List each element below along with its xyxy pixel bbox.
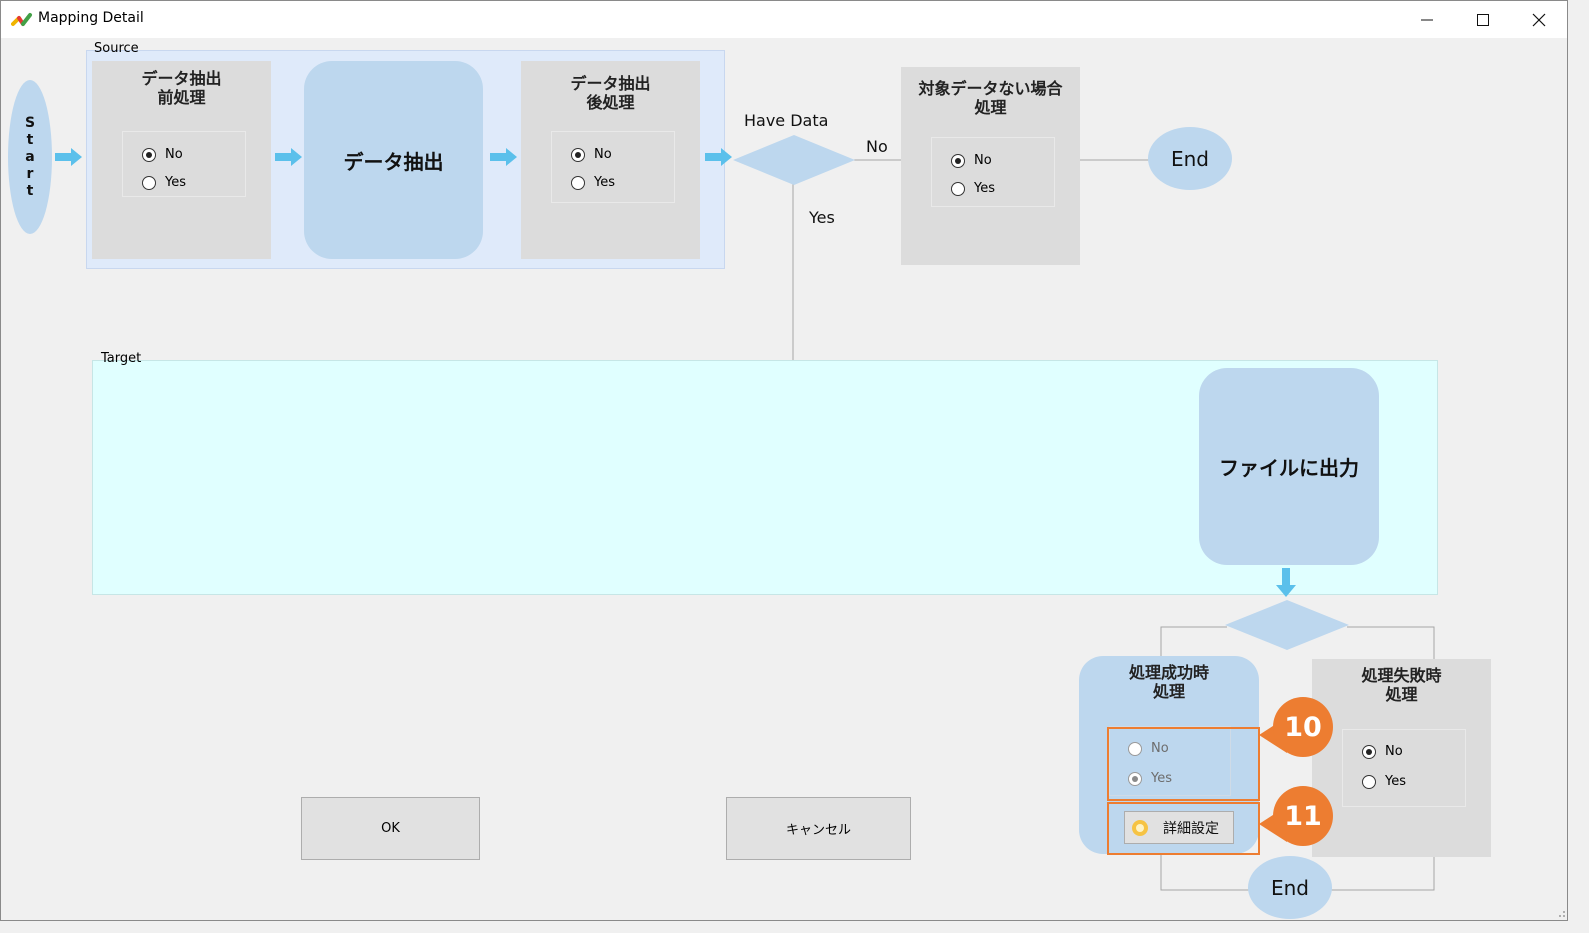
- arrow-right-icon: [55, 148, 82, 166]
- decision-yes-label: Yes: [809, 208, 835, 227]
- pre-process-yes-radio[interactable]: Yes: [142, 175, 186, 190]
- radio-icon: [951, 181, 965, 196]
- detail-settings-button[interactable]: 詳細設定: [1124, 811, 1234, 844]
- start-node: Start: [8, 80, 52, 234]
- no-data-process-box: 対象データない場合 処理 No Yes: [901, 67, 1080, 265]
- failure-process-title: 処理失敗時 処理: [1361, 666, 1442, 704]
- post-process-title: データ抽出 後処理: [570, 74, 651, 112]
- no-data-yes-radio[interactable]: Yes: [951, 181, 995, 196]
- app-logo-icon: [11, 13, 32, 26]
- radio-selected-icon: [1362, 744, 1376, 759]
- no-data-options: [931, 137, 1055, 207]
- resize-grip-icon[interactable]: [1554, 906, 1566, 918]
- radio-icon: [1128, 741, 1142, 756]
- start-label: Start: [22, 114, 38, 200]
- extract-label: データ抽出: [343, 149, 444, 174]
- end-node: End: [1148, 127, 1232, 190]
- success-options: [1109, 726, 1231, 796]
- file-output-node[interactable]: ファイルに出力: [1199, 368, 1379, 565]
- arrow-right-icon: [275, 148, 302, 166]
- failure-options: [1342, 729, 1466, 807]
- arrow-down-icon: [1276, 568, 1296, 597]
- end-label: End: [1270, 875, 1309, 900]
- source-group-label: Source: [94, 41, 139, 56]
- post-process-yes-radio[interactable]: Yes: [571, 175, 615, 190]
- result-decision: [1225, 600, 1349, 650]
- end-label: End: [1170, 146, 1209, 171]
- minimize-button[interactable]: [1399, 2, 1455, 38]
- callout-pointer-icon: [1259, 697, 1333, 757]
- radio-icon: [142, 175, 156, 190]
- radio-icon: [1362, 774, 1376, 789]
- success-process-title: 処理成功時 処理: [1128, 663, 1209, 701]
- cancel-button[interactable]: キャンセル: [726, 797, 911, 860]
- post-process-box: データ抽出 後処理 No Yes: [521, 61, 700, 259]
- extract-node[interactable]: データ抽出: [304, 61, 483, 259]
- success-process-box: 処理成功時 処理 No Yes 詳細設定: [1079, 656, 1259, 854]
- post-process-no-radio[interactable]: No: [571, 147, 612, 162]
- ok-button[interactable]: OK: [301, 797, 480, 860]
- maximize-icon: [1477, 14, 1489, 26]
- maximize-button[interactable]: [1455, 2, 1511, 38]
- minimize-icon: [1421, 19, 1433, 21]
- callout-radio-highlight: [1107, 727, 1260, 801]
- callout-badge-11: 11: [1257, 786, 1337, 846]
- close-button[interactable]: [1511, 2, 1567, 38]
- radio-selected-icon: [1128, 771, 1142, 786]
- no-data-process-title: 対象データない場合 処理: [918, 79, 1063, 117]
- radio-selected-icon: [142, 147, 156, 162]
- failure-yes-radio[interactable]: Yes: [1362, 774, 1406, 789]
- window-title: Mapping Detail: [38, 10, 144, 26]
- callout-pointer-icon: [1259, 786, 1333, 846]
- success-no-radio[interactable]: No: [1128, 741, 1169, 756]
- decision-no-label: No: [866, 137, 888, 156]
- pre-process-title: データ抽出 前処理: [141, 69, 222, 107]
- success-yes-radio[interactable]: Yes: [1128, 771, 1172, 786]
- radio-icon: [571, 175, 585, 190]
- radio-selected-icon: [951, 153, 965, 168]
- pre-process-options: [122, 131, 246, 197]
- callout-badge-10: 10: [1257, 697, 1337, 757]
- gear-icon: [1132, 819, 1148, 836]
- arrow-right-icon: [490, 148, 517, 166]
- have-data-label: Have Data: [744, 111, 829, 130]
- failure-process-box: 処理失敗時 処理 No Yes: [1312, 659, 1491, 857]
- pre-process-box: データ抽出 前処理 No Yes: [92, 61, 271, 259]
- file-output-label: ファイルに出力: [1219, 456, 1359, 480]
- pre-process-no-radio[interactable]: No: [142, 147, 183, 162]
- close-icon: [1532, 13, 1546, 27]
- have-data-decision: [733, 135, 855, 185]
- title-bar: Mapping Detail: [1, 1, 1567, 38]
- failure-no-radio[interactable]: No: [1362, 744, 1403, 759]
- no-data-no-radio[interactable]: No: [951, 153, 992, 168]
- callout-settings-highlight: [1107, 802, 1260, 855]
- post-process-options: [551, 131, 675, 203]
- end-node-bottom: End: [1248, 856, 1332, 919]
- radio-selected-icon: [571, 147, 585, 162]
- arrow-right-icon: [705, 148, 732, 166]
- target-group-label: Target: [101, 351, 142, 366]
